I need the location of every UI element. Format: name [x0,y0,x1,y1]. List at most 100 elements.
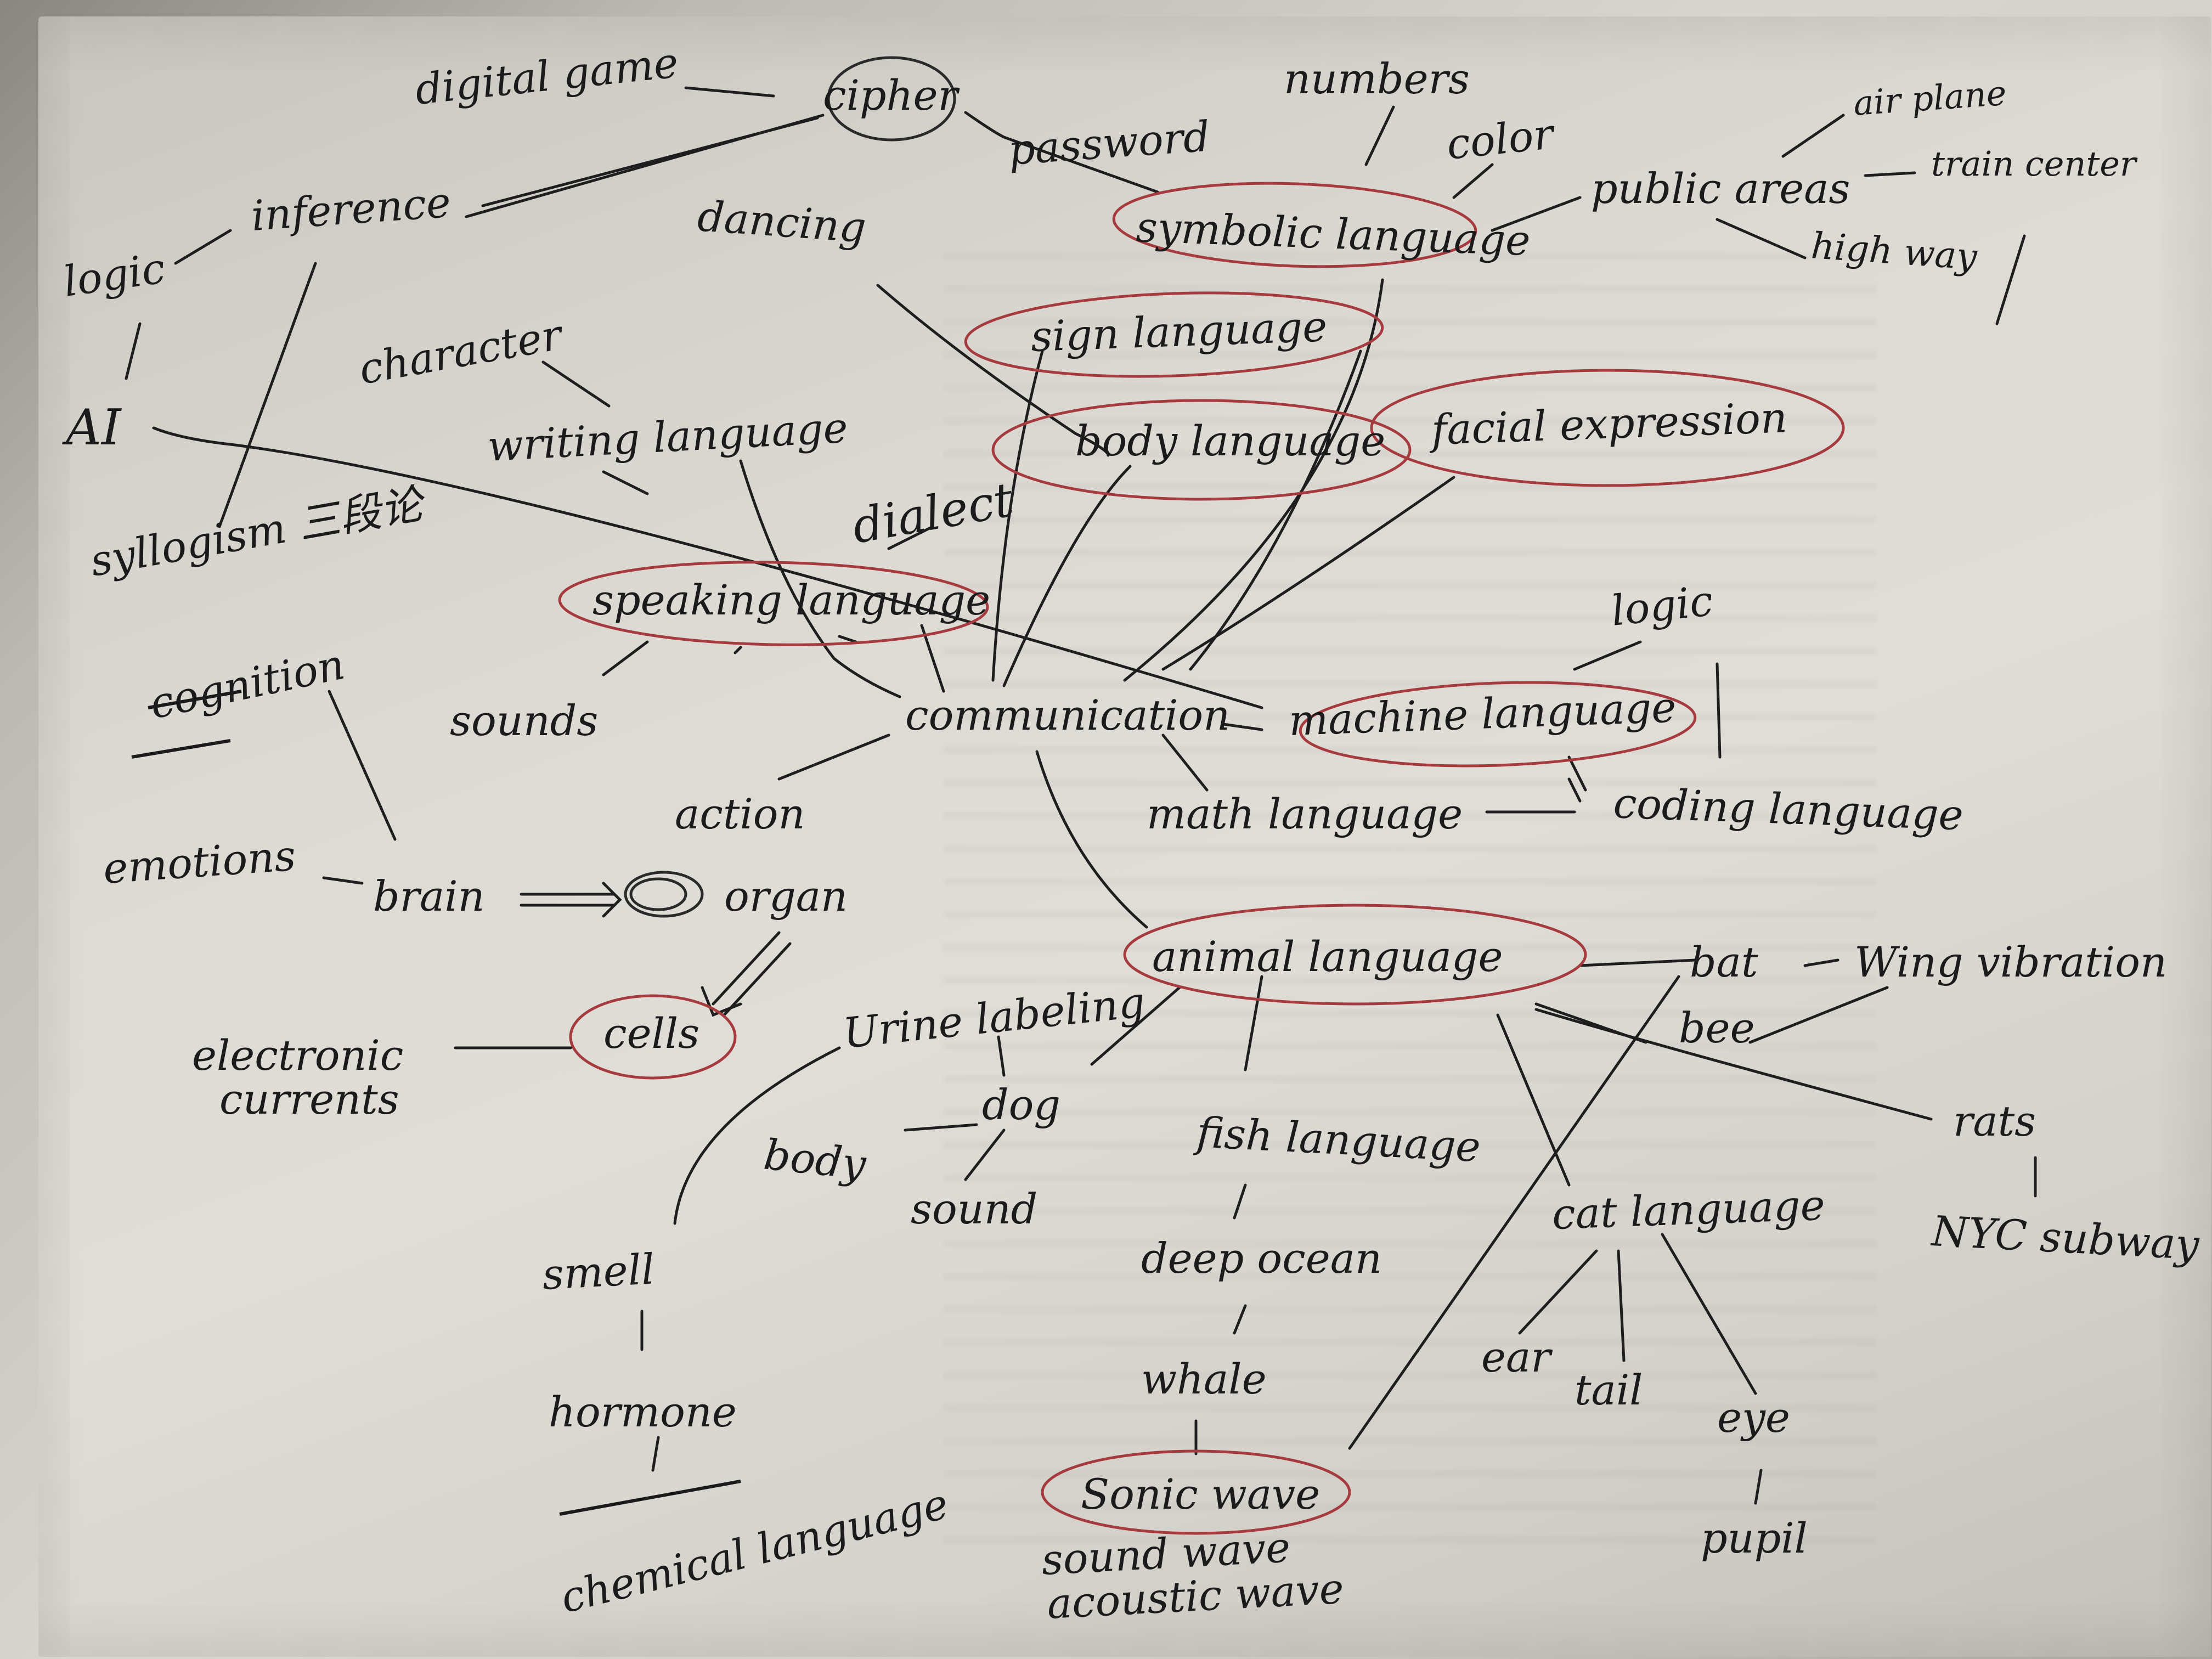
link-public-train [1864,171,1916,177]
link-symbolic-public [1491,196,1582,232]
node-cells: cells [603,1009,699,1058]
link-cat-ear [1518,1249,1598,1335]
link-organ-cells-arrow [712,931,781,1006]
node-fish-language: fish language [1193,1108,1482,1171]
link-speaking-dialect [838,635,857,644]
ring-body-language [991,399,1412,501]
link-public-highway [1716,218,1807,259]
node-eye: eye [1717,1393,1790,1442]
link-cognition-brain [328,690,397,841]
link-dancing-body [876,284,1110,457]
node-bat: bat [1690,938,1758,986]
link-body-dog [904,1123,978,1132]
node-cognition: cognition [145,640,348,729]
ring-machine-language [1299,681,1697,768]
link-animal-fish [1244,975,1263,1071]
node-organ: organ [724,872,848,921]
ring-cells [569,994,737,1080]
ring-symbolic-language [1112,182,1477,268]
node-body-language: body language [1075,416,1385,465]
link-dialect-speaking [887,525,934,550]
node-cat-language: cat language [1551,1181,1826,1239]
node-electronic: electronic [192,1031,403,1080]
node-coding-language: coding language [1612,778,1964,839]
link-speaking-sounds-2 [733,646,742,654]
ring-speaking-language [558,561,989,646]
link-highway-tail [1995,234,2026,325]
link-digital-game-cipher [684,86,775,98]
node-inference: inference [250,178,452,240]
link-animal-rats [1534,1008,1933,1121]
node-numbers: numbers [1284,54,1470,103]
node-rats: rats [1953,1097,2036,1146]
node-ear: ear [1481,1333,1553,1381]
link-bat-wing [1803,958,1839,967]
node-machine-language: machine language [1288,682,1677,745]
node-cipher: cipher [823,71,960,120]
node-sonic-wave: Sonic wave [1081,1470,1320,1519]
node-logic-right: logic [1609,576,1716,635]
link-hormone-chemical [651,1436,660,1472]
node-wing-vibration: Wing vibration [1854,938,2167,986]
node-dancing: dancing [696,191,868,252]
link-machine-coding-2 [1567,777,1582,803]
strike-chemical-draft [559,1480,741,1516]
link-communication-math [1161,733,1209,792]
text-nodes: digital game cipher password numbers col… [60,38,2201,1628]
node-deep-ocean: deep ocean [1141,1234,1382,1283]
link-animal-bat [1578,958,1697,967]
node-urine-labeling: Urine labeling [841,978,1148,1058]
link-body-communication [1002,465,1132,687]
ring-animal-language [1123,904,1587,1006]
node-air-plane: air plane [1852,73,2008,123]
link-urine-smell [673,1046,841,1225]
link-sign-communication-left [991,349,1044,682]
node-whale: whale [1141,1355,1267,1403]
link-color-symbolic [1452,163,1494,199]
node-tail: tail [1575,1365,1643,1414]
link-emotions-brain [322,876,364,885]
node-animal-language: animal language [1152,932,1503,981]
node-public-areas: public areas [1591,164,1850,213]
ring-facial-expression [1370,369,1845,487]
node-bee: bee [1679,1003,1755,1052]
node-logic-left: logic [60,244,168,306]
node-sign-language: sign language [1030,302,1328,361]
node-character: character [356,310,568,394]
node-communication: communication [905,691,1230,740]
node-action: action [675,789,805,838]
link-logic-inference [174,229,232,265]
node-pupil: pupil [1701,1514,1808,1562]
link-eye-pupil [1754,1469,1763,1505]
node-dog: dog [982,1080,1060,1129]
node-train-center: train center [1931,144,2138,184]
link-wing-bee [1748,986,1889,1044]
node-dialect: dialect [848,472,1017,555]
link-public-airplane [1781,114,1845,158]
link-animal-bee [1534,1002,1647,1044]
link-cipher-password [964,111,1159,194]
link-animal-cat [1496,1013,1571,1187]
node-brain: brain [373,872,485,921]
node-syllogism: syllogism 三段论 [87,478,431,585]
link-numbers-symbolic [1364,105,1395,166]
link-writing-speaking [602,470,649,495]
link-bat-sonic [1348,975,1680,1450]
node-emotions: emotions [101,831,297,893]
link-communication-machine [1222,723,1263,731]
link-urine-dog [997,1035,1006,1077]
link-organ-cells-arrow-2 [723,942,792,1017]
link-dog-sound [964,1128,1006,1181]
node-currents: currents [219,1075,399,1124]
node-digital-game: digital game [413,38,681,114]
link-character-writing [541,360,611,408]
node-facial-expression: facial expression [1428,393,1788,454]
node-writing-language: writing language [486,403,849,471]
ring-sign-language [964,291,1384,378]
strike-cognition-2 [131,739,231,759]
link-brain-organ-arrowhead [602,882,622,918]
link-animal-dog [1090,986,1181,1066]
link-inference-cipher-2 [481,116,819,207]
link-cat-tail [1617,1249,1626,1362]
